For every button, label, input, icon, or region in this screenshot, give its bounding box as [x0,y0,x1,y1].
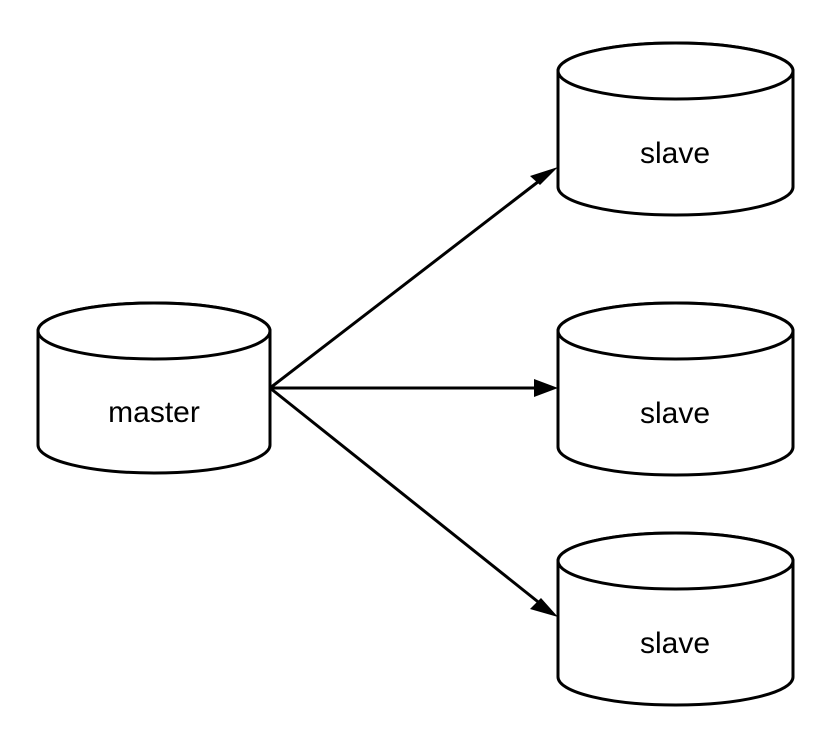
cylinder-top-ellipse [36,301,272,361]
edge-master-to-slave-3[interactable] [269,386,558,617]
arrowhead-icon [530,598,558,617]
arrowhead-icon [530,167,558,185]
node-label-slave-2: slave [640,397,710,430]
node-label-slave-3: slave [640,627,710,660]
edge-line [269,176,544,390]
cylinder-top-ellipse [556,301,795,361]
cylinder-top-ellipse [556,531,795,591]
cylinder-top-ellipse [556,41,795,101]
node-master[interactable]: master [36,301,272,475]
edge-master-to-slave-1[interactable] [269,167,558,390]
edge-line [269,386,543,607]
node-slave-1[interactable]: slave [556,41,795,217]
edge-master-to-slave-2[interactable] [270,379,558,397]
node-slave-3[interactable]: slave [556,531,795,707]
node-label-slave-1: slave [640,137,710,170]
node-slave-2[interactable]: slave [556,301,795,477]
node-label-master: master [108,396,200,429]
arrowhead-icon [534,379,558,397]
